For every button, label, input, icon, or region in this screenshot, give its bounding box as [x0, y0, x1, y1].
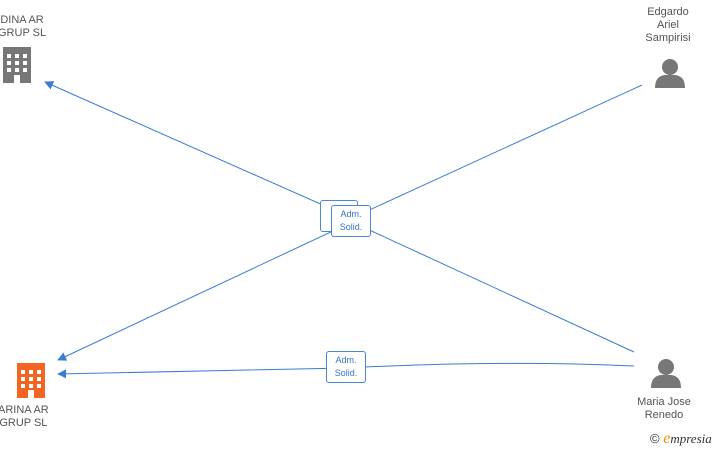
empresia-logo[interactable]: empresia — [663, 430, 712, 447]
company-name-label[interactable]: DINA AR GRUP SL — [0, 14, 47, 39]
person-name-label[interactable]: Edgardo Ariel Sampirisi — [645, 6, 691, 44]
copyright-symbol: © — [650, 431, 660, 446]
edge-maria-to-arina-direct — [57, 362, 635, 379]
edge-label-bottom: Adm. Solid. — [326, 351, 366, 383]
person-icon — [655, 59, 685, 88]
building-icon — [17, 363, 45, 398]
edge-maria-to-arina-cross — [57, 221, 635, 361]
edge-edgardo-to-dina — [44, 81, 643, 219]
edge-label-center: Adm. Solid. — [331, 205, 371, 237]
company-name-label[interactable]: ARINA AR GRUP SL — [0, 404, 49, 429]
person-icon — [651, 359, 681, 388]
building-icon — [3, 47, 31, 83]
person-name-label[interactable]: Maria Jose Renedo — [637, 396, 691, 421]
copyright-footer: © empresia — [650, 430, 712, 448]
